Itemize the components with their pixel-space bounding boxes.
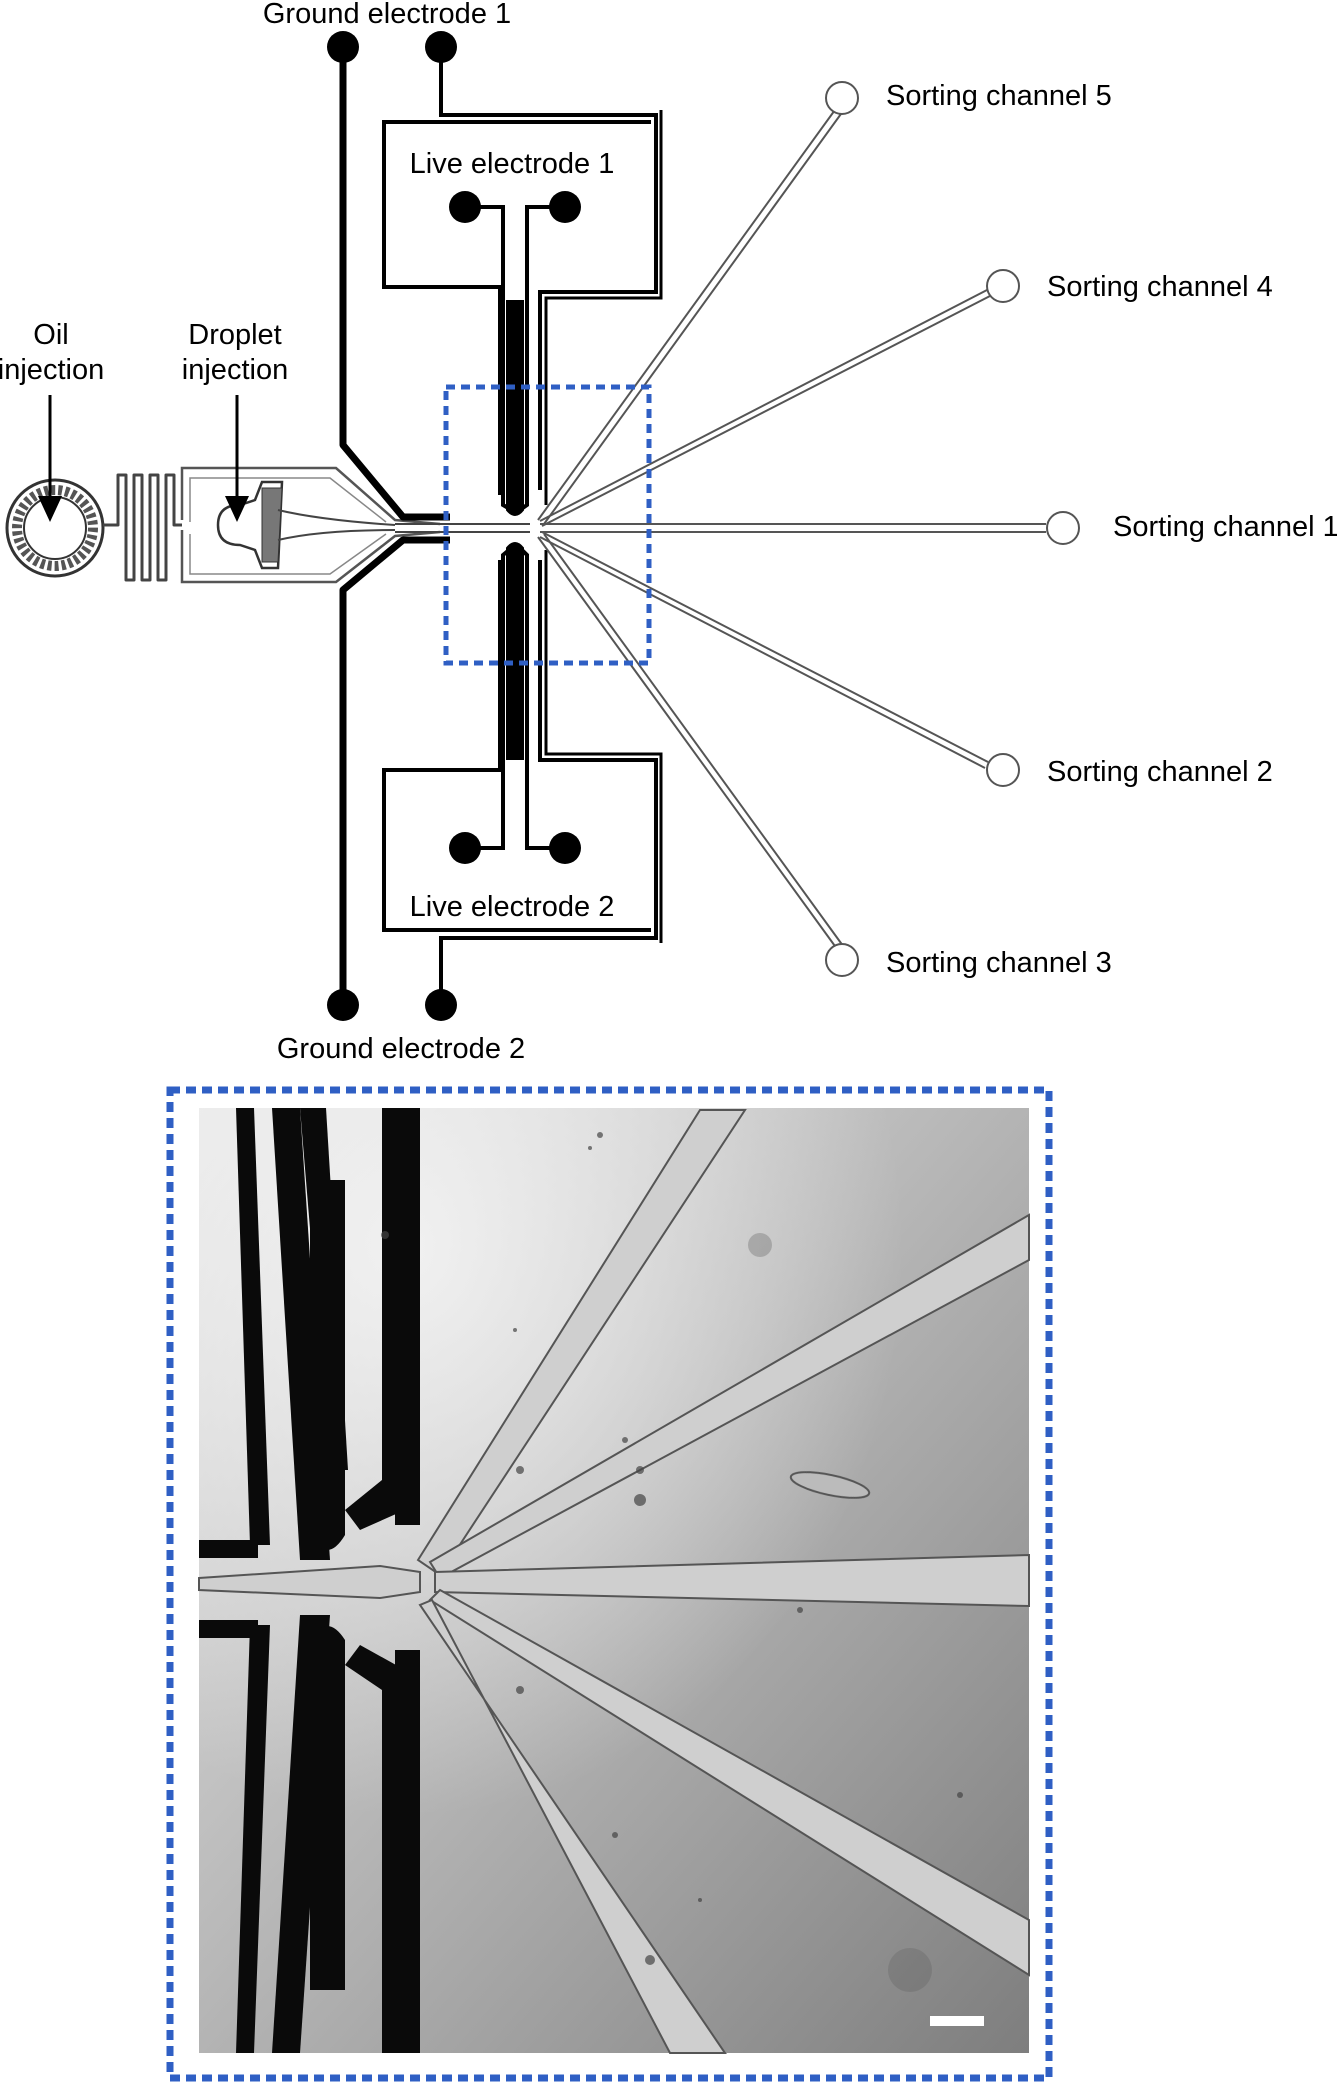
- oil-inlet: [5, 478, 105, 578]
- sorting-channel-4-path: [539, 269, 1020, 527]
- scale-bar: [930, 2016, 984, 2026]
- oil-injection-label-line2: injection: [0, 354, 104, 386]
- micrograph-frame: [166, 1086, 1053, 2082]
- live-electrode-2: [449, 542, 581, 864]
- droplet-reservoir: [216, 480, 396, 570]
- sorting-channel-4-label: Sorting channel 4: [1047, 271, 1273, 303]
- sorting-channel-5-label: Sorting channel 5: [886, 80, 1112, 112]
- sorting-channel-2-path: [539, 531, 1020, 787]
- sorting-channel-5-path: [537, 81, 859, 525]
- droplet-injection-label-line1: Droplet: [188, 319, 282, 351]
- ground-electrode-2-label: Ground electrode 2: [277, 1033, 525, 1065]
- sorting-channel-1-label: Sorting channel 1: [1113, 511, 1337, 543]
- live-electrode-1: [449, 191, 581, 516]
- main-channel: [395, 523, 530, 533]
- ground-electrode-2: [327, 536, 450, 1021]
- droplet-injection-arrow: [225, 395, 249, 522]
- sorting-channel-1-path: [540, 511, 1080, 545]
- micrograph-channels: [198, 1109, 1030, 2054]
- droplet-injection-label-line2: injection: [182, 354, 288, 386]
- micrograph-electrodes: [199, 1108, 420, 2053]
- ground-electrode-1: [327, 31, 450, 521]
- serpentine-channel: [103, 473, 182, 582]
- live-electrode-2-label: Live electrode 2: [410, 891, 615, 923]
- micrograph-debris: [381, 1132, 963, 1992]
- oil-injection-label-line1: Oil: [33, 319, 68, 351]
- device-schematic: Ground electrode 1 Live electrode 1 Oil …: [0, 0, 1337, 1065]
- micrograph-particle: [789, 1471, 871, 1499]
- oil-bypass-channel: [180, 466, 441, 584]
- sorting-channel-3-path: [537, 533, 859, 977]
- sorting-channels: [537, 81, 1080, 977]
- oil-injection-arrow: [38, 395, 62, 522]
- sorting-channel-2-label: Sorting channel 2: [1047, 756, 1273, 788]
- ground-shield-bottom: [382, 550, 663, 1021]
- sorting-channel-3-label: Sorting channel 3: [886, 947, 1112, 979]
- ground-shield-top: [382, 31, 663, 505]
- micrograph-panel: [166, 1086, 1053, 2082]
- live-electrode-1-label: Live electrode 1: [410, 148, 615, 180]
- ground-electrode-1-label: Ground electrode 1: [263, 0, 511, 30]
